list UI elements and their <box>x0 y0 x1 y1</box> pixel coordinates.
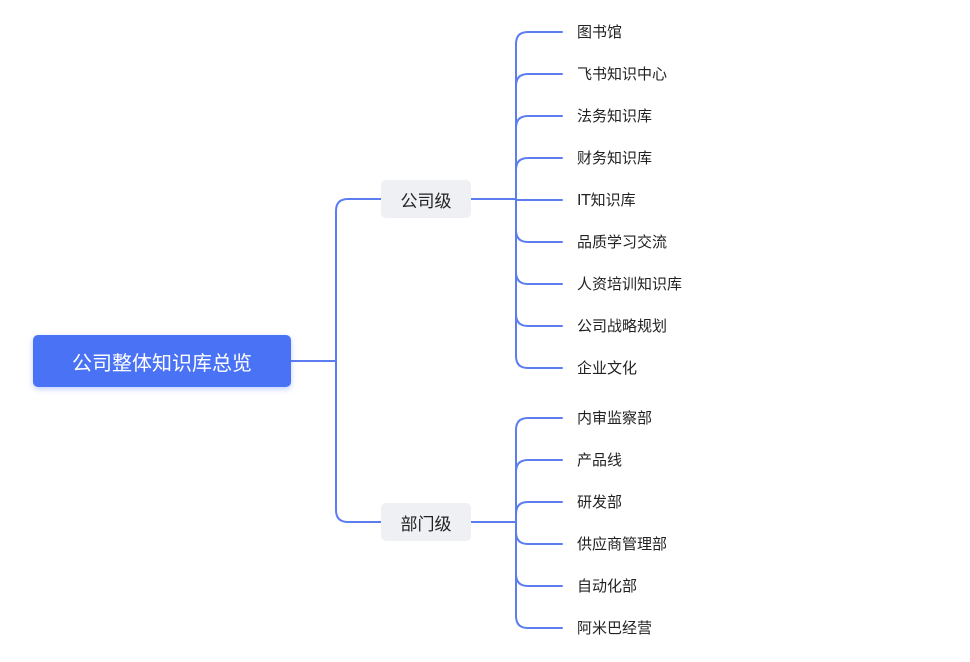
leaf-node[interactable]: 人资培训知识库 <box>577 275 683 293</box>
leaf-node[interactable]: 供应商管理部 <box>577 535 668 553</box>
leaf-node[interactable]: 企业文化 <box>577 359 638 377</box>
leaf-node[interactable]: 图书馆 <box>577 23 623 41</box>
leaf-node[interactable]: 法务知识库 <box>577 107 653 125</box>
connector-leaf <box>515 573 563 587</box>
connector-leaf <box>515 31 563 45</box>
leaf-node[interactable]: IT知识库 <box>577 191 636 209</box>
root-node[interactable]: 公司整体知识库总览 <box>33 335 291 387</box>
leaf-node[interactable]: 飞书知识中心 <box>577 65 668 83</box>
leaf-node[interactable]: 财务知识库 <box>577 149 653 167</box>
connector-leaf <box>515 313 563 327</box>
branch-node-company-level[interactable]: 公司级 <box>381 180 471 218</box>
connector-leaf <box>515 615 563 629</box>
leaf-node[interactable]: 产品线 <box>577 451 623 469</box>
leaf-node[interactable]: 内审监察部 <box>577 409 653 427</box>
connector-leaf <box>515 73 563 87</box>
connector-leaf <box>515 115 563 129</box>
connector-leaf <box>515 229 563 243</box>
connector-leaf <box>515 271 563 285</box>
connector-leaf <box>515 459 563 473</box>
leaf-node[interactable]: 研发部 <box>577 493 623 511</box>
root-label: 公司整体知识库总览 <box>72 350 252 375</box>
branch-node-department-level[interactable]: 部门级 <box>381 503 471 541</box>
connector-branch <box>335 509 382 523</box>
leaf-node[interactable]: 品质学习交流 <box>577 233 668 251</box>
branch-label-company-level: 公司级 <box>400 191 452 212</box>
connector-leaf <box>515 531 563 545</box>
branch-label-department-level: 部门级 <box>400 514 452 535</box>
connector-leaf <box>515 501 563 515</box>
connector-branch <box>335 198 382 212</box>
connector-leaf <box>515 355 563 369</box>
leaf-node[interactable]: 自动化部 <box>577 577 638 595</box>
leaf-node[interactable]: 公司战略规划 <box>577 317 668 335</box>
connector-leaf <box>515 157 563 171</box>
leaf-node[interactable]: 阿米巴经营 <box>577 619 653 637</box>
connector-leaf <box>515 417 563 431</box>
